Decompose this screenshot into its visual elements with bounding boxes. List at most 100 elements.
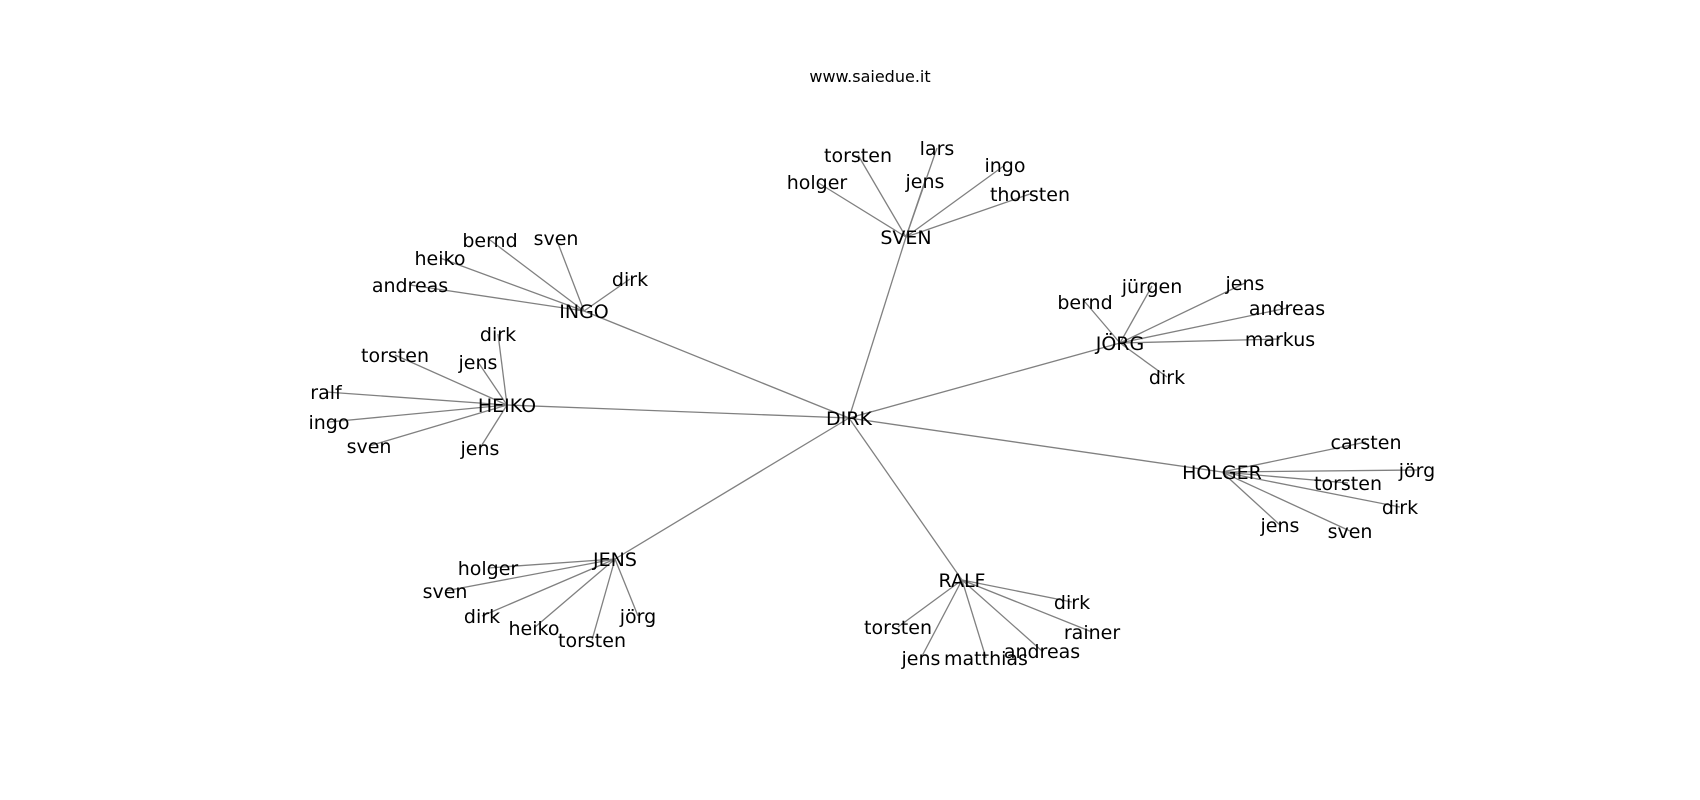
node-leaf-jens-jorg: jörg: [619, 606, 656, 628]
node-leaf-holger-torsten: torsten: [1314, 473, 1382, 495]
edge-dirk-ingo: [583, 310, 850, 419]
node-leaf-jens-sven: sven: [423, 581, 468, 603]
labels-layer: DIRK SVEN torsten lars ingo holger jens thorste…: [308, 138, 1435, 670]
node-leaf-ingo-heiko: heiko: [415, 248, 466, 270]
node-leaf-sven-holger: holger: [787, 172, 848, 194]
node-leaf-jorg-dirk: dirk: [1149, 367, 1185, 389]
edge-ingo-sven: [555, 237, 585, 312]
edge-dirk-jens: [614, 417, 850, 560]
edge-ingo-andreas: [409, 284, 585, 312]
node-leaf-jorg-jurgen: jürgen: [1121, 276, 1183, 298]
node-leaf-sven-thorsten: thorsten: [990, 184, 1070, 206]
edge-holger-carsten: [1221, 441, 1367, 473]
node-leaf-ralf-rainer: rainer: [1064, 622, 1120, 644]
node-leaf-ingo-andreas: andreas: [372, 275, 448, 297]
edge-ralf-torsten: [897, 579, 963, 628]
edge-jens-heiko: [533, 558, 616, 629]
node-hub-ingo: INGO: [559, 301, 609, 323]
edge-sven-torsten: [857, 154, 907, 238]
edge-jorg-dirk: [1119, 342, 1168, 378]
node-leaf-jorg-jens: jens: [1225, 273, 1265, 295]
node-leaf-holger-dirk: dirk: [1382, 497, 1418, 519]
node-leaf-jorg-bernd: bernd: [1057, 292, 1112, 314]
node-leaf-holger-sven: sven: [1328, 521, 1373, 543]
edge-holger-jorg: [1221, 469, 1418, 473]
edge-jorg-markus: [1119, 338, 1281, 344]
node-leaf-heiko-jens: jens: [460, 438, 500, 460]
edge-dirk-sven: [848, 236, 907, 419]
edge-heiko-ingo: [328, 404, 508, 423]
node-leaf-ralf-torsten: torsten: [864, 617, 932, 639]
edge-ralf-jens: [920, 579, 963, 659]
node-leaf-sven-torsten: torsten: [824, 145, 892, 167]
edge-dirk-jorg: [848, 342, 1121, 419]
edge-heiko-jens: [477, 361, 508, 406]
node-leaf-heiko-ralf: ralf: [310, 382, 343, 404]
edge-ralf-dirk: [961, 579, 1073, 603]
edge-jens-holger: [487, 558, 616, 569]
edge-jorg-jens: [1119, 282, 1246, 344]
node-hub-jorg: JÖRG: [1095, 332, 1144, 355]
edge-jens-dirk: [481, 558, 616, 617]
edge-sven-ingo: [905, 164, 1006, 238]
edge-dirk-heiko: [506, 404, 850, 419]
node-leaf-heiko-ingo: ingo: [308, 412, 349, 434]
node-center-dirk: DIRK: [826, 408, 872, 430]
edge-ingo-heiko: [439, 257, 585, 312]
node-leaf-ralf-dirk: dirk: [1054, 592, 1090, 614]
node-leaf-jens-holger: holger: [458, 558, 519, 580]
node-leaf-heiko-jens: jens: [458, 352, 498, 374]
edge-jens-jorg: [614, 558, 639, 617]
node-leaf-sven-jens: jens: [905, 171, 945, 193]
node-leaf-sven-ingo: ingo: [984, 155, 1025, 177]
node-leaf-ralf-matthias: matthias: [944, 648, 1028, 670]
edge-ingo-dirk: [583, 278, 631, 312]
node-leaf-ingo-bernd: bernd: [462, 230, 517, 252]
edge-ralf-andreas: [961, 579, 1043, 652]
edge-jens-torsten: [591, 558, 616, 641]
node-leaf-holger-jorg: jörg: [1398, 460, 1435, 482]
edge-jorg-andreas: [1119, 307, 1288, 344]
node-hub-holger: HOLGER: [1182, 462, 1262, 484]
edge-holger-torsten: [1221, 471, 1349, 484]
edge-sven-thorsten: [905, 193, 1031, 238]
edge-holger-jens: [1221, 471, 1281, 526]
node-leaf-holger-jens: jens: [1260, 515, 1300, 537]
node-leaf-jens-torsten: torsten: [558, 630, 626, 652]
node-leaf-jorg-andreas: andreas: [1249, 298, 1325, 320]
edge-heiko-dirk: [497, 333, 508, 406]
node-leaf-heiko-sven: sven: [347, 436, 392, 458]
node-hub-ralf: RALF: [939, 570, 986, 592]
edge-heiko-jens: [479, 404, 508, 449]
edge-heiko-sven: [368, 404, 508, 447]
edge-sven-holger: [816, 181, 907, 238]
node-leaf-ralf-jens: jens: [901, 648, 941, 670]
node-leaf-jens-heiko: heiko: [509, 618, 560, 640]
edges-layer: [325, 147, 1418, 659]
page-title: www.saiedue.it: [809, 67, 930, 86]
edge-heiko-torsten: [394, 354, 508, 406]
edge-holger-sven: [1221, 471, 1351, 532]
node-hub-sven: SVEN: [880, 227, 931, 249]
edge-jorg-bernd: [1084, 301, 1121, 344]
edge-jorg-jurgen: [1119, 285, 1153, 344]
node-hub-heiko: HEIKO: [478, 395, 536, 417]
node-leaf-ralf-andreas: andreas: [1004, 641, 1080, 663]
node-leaf-heiko-torsten: torsten: [361, 345, 429, 367]
edge-heiko-ralf: [325, 391, 508, 406]
edge-jens-sven: [444, 558, 616, 592]
edge-ingo-bernd: [489, 239, 585, 312]
edge-sven-jens: [905, 180, 926, 238]
edge-dirk-holger: [848, 417, 1223, 473]
node-leaf-sven-lars: lars: [920, 138, 955, 160]
node-leaf-jens-dirk: dirk: [464, 606, 500, 628]
node-leaf-ingo-sven: sven: [534, 228, 579, 250]
edge-holger-dirk: [1221, 471, 1401, 508]
node-leaf-jorg-markus: markus: [1245, 329, 1315, 351]
node-hub-jens: JENS: [592, 549, 637, 571]
edge-dirk-ralf: [848, 417, 963, 581]
edge-ralf-rainer: [961, 579, 1093, 633]
node-leaf-heiko-dirk: dirk: [480, 324, 516, 346]
node-leaf-ingo-dirk: dirk: [612, 269, 648, 291]
